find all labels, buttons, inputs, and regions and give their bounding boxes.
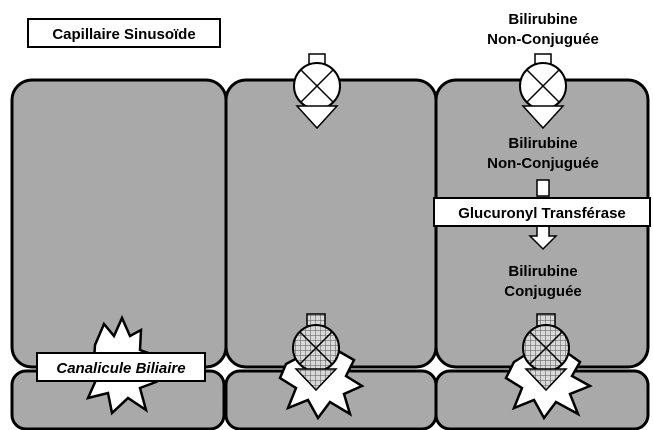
canaliculus-label: Canalicule Biliaire [56, 360, 185, 377]
sinusoid-label: Capillaire Sinusoïde [52, 26, 195, 43]
bilirubin-unconjugated-mid-line1: Bilirubine [508, 135, 577, 152]
bilirubin-unconjugated-top-line1: Bilirubine [508, 11, 577, 28]
bilirubin-unconjugated-mid-line2: Non-Conjuguée [487, 155, 599, 172]
hepatocyte-cell-middle [226, 80, 436, 367]
bilirubin-conjugated-line1: Bilirubine [508, 263, 577, 280]
bilirubin-conjugated-line2: Conjuguée [504, 283, 582, 300]
enzyme-label: Glucuronyl Transférase [458, 205, 626, 222]
bilirubin-unconjugated-top-line2: Non-Conjuguée [487, 31, 599, 48]
down-arrow-icon [537, 180, 549, 196]
